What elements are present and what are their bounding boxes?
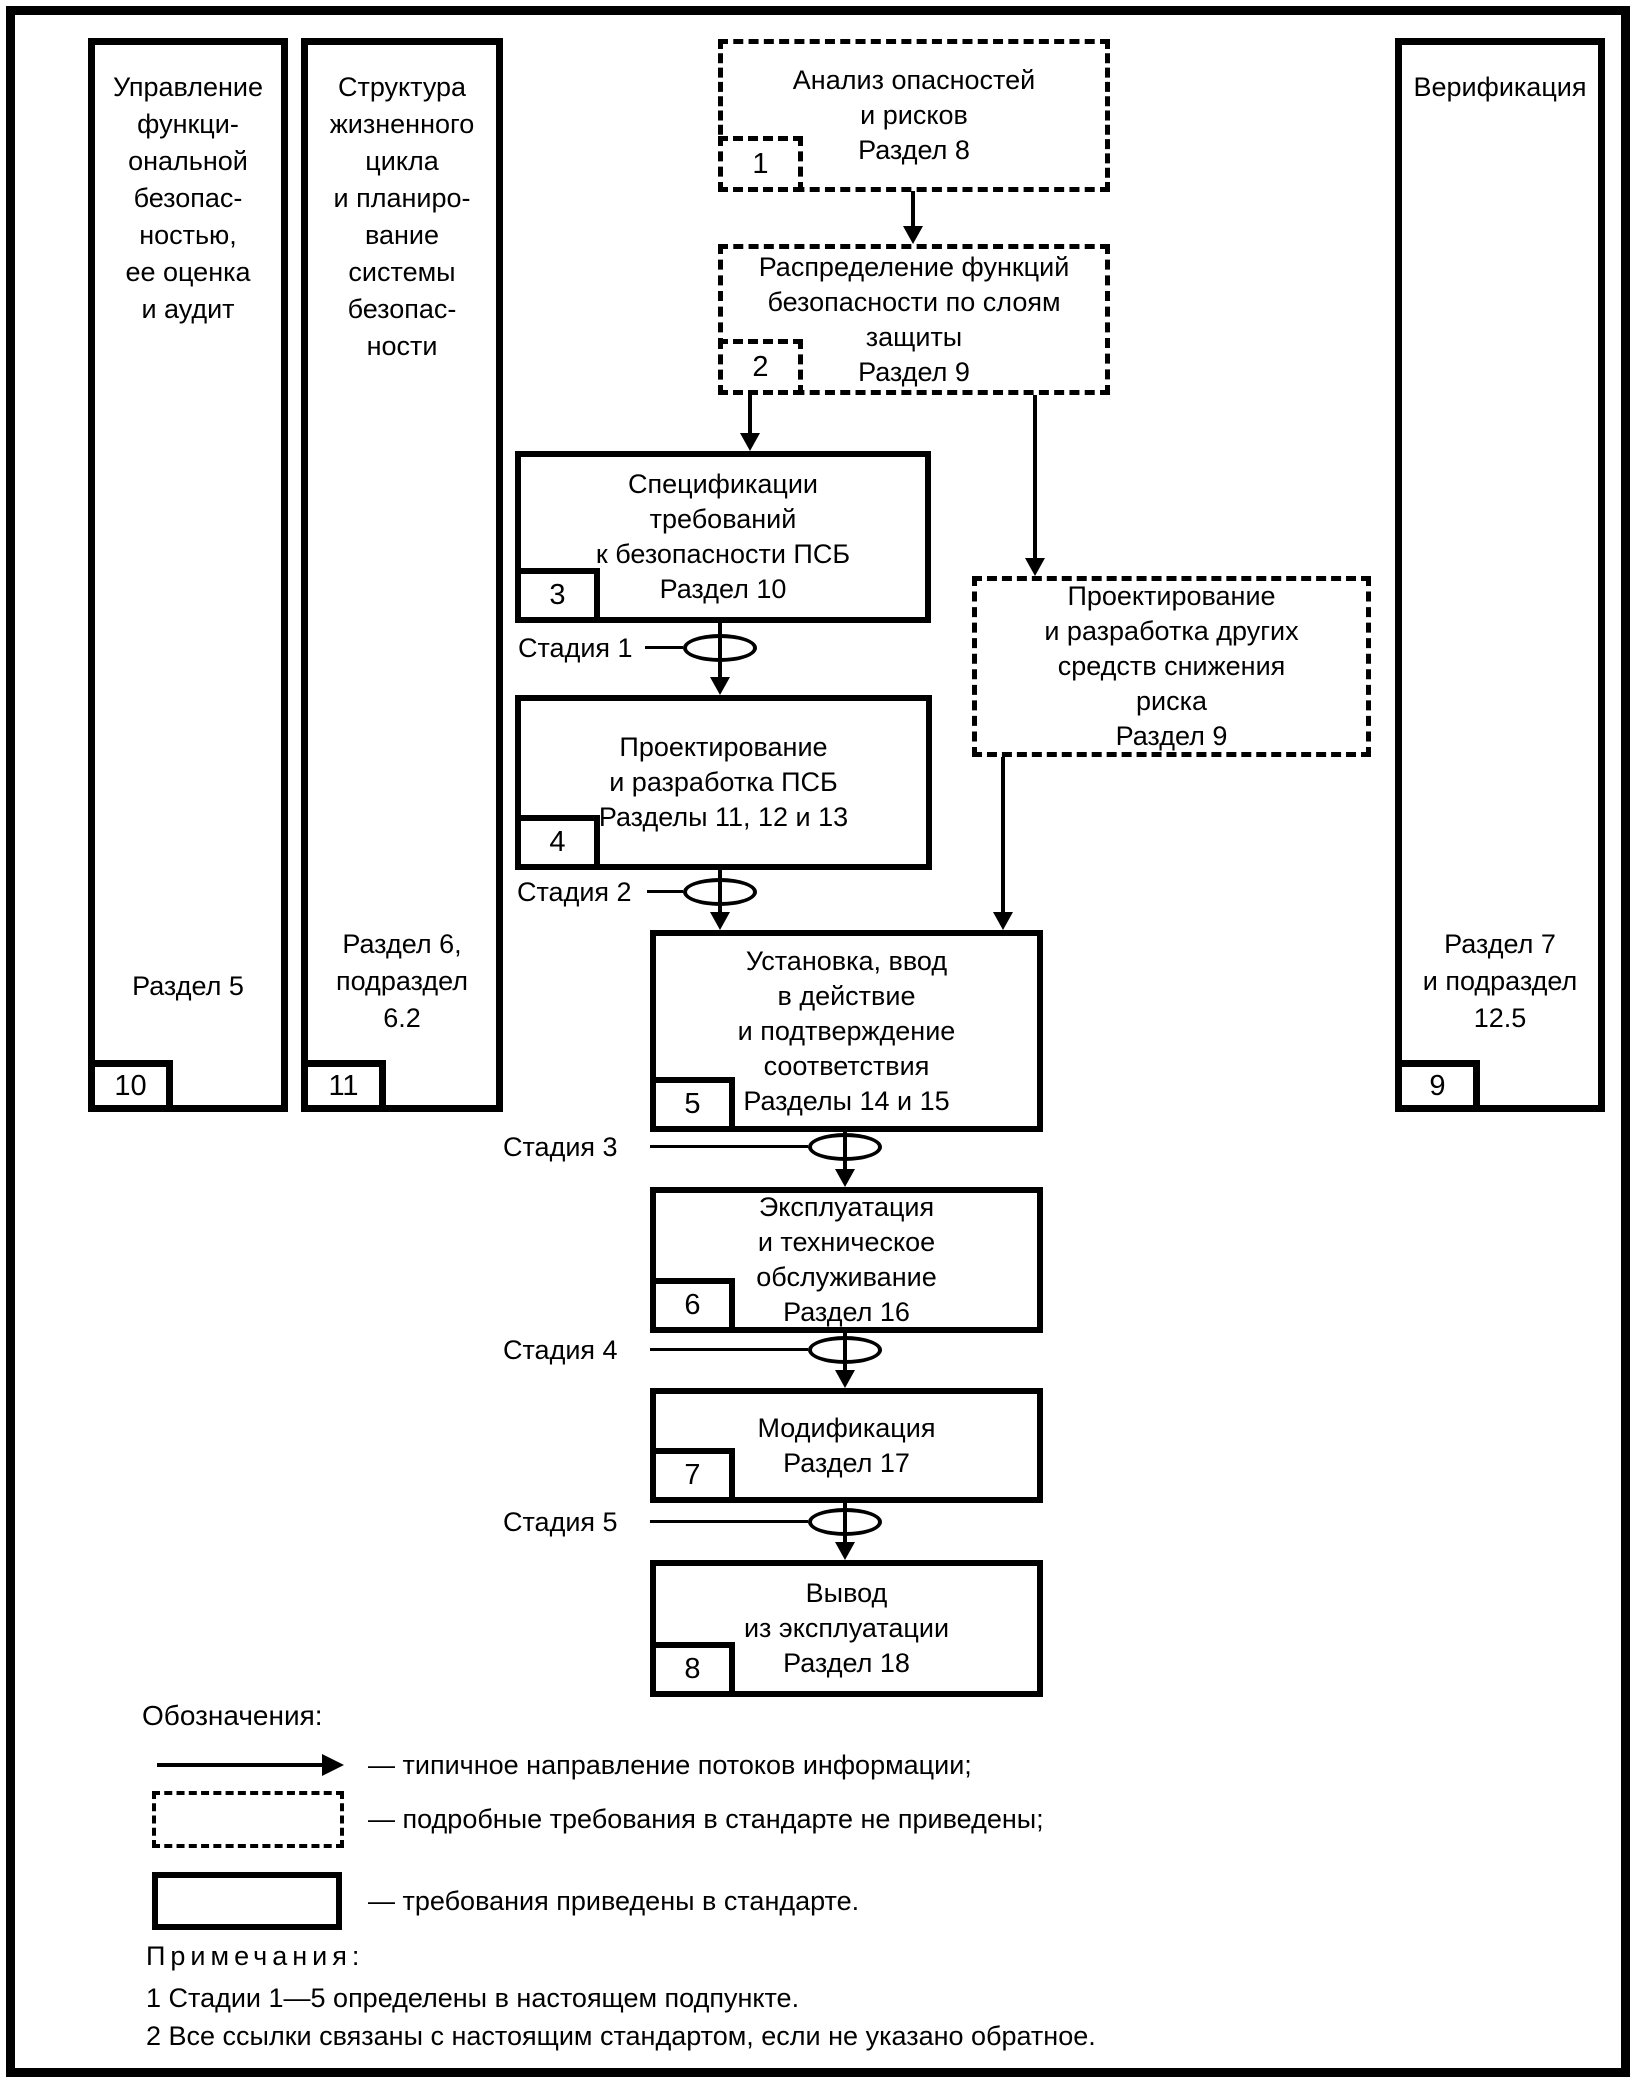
flow-box-text: Установка, ввод в действие и подтвержден… [737,945,956,1116]
flow-box-text: Вывод из эксплуатации Раздел 18 [743,1578,950,1678]
index-box-5: 5 [650,1077,735,1132]
flow-box-modification: Модификация Раздел 17 7 [650,1388,1043,1503]
notes-heading: Примечания: [146,1941,365,1971]
arrow-down-icon [1025,558,1045,576]
legend-item-text: — типичное направление потоков информаци… [368,1750,972,1780]
arrow-down-icon [993,912,1013,930]
dashed-box-icon [152,1791,344,1848]
arrow-down-icon [740,433,760,451]
connector-box1-box2 [911,191,915,228]
column-title: Структура жизненного цикла и планиро- ва… [329,72,475,361]
arrow-down-icon [835,1542,855,1560]
arrow-down-icon [710,912,730,930]
arrow-down-icon [835,1370,855,1388]
stage-ellipse-icon [808,1336,882,1364]
index-box-1: 1 [718,136,803,192]
stage-label-4: Стадия 4 [503,1335,618,1365]
index-box-3: 3 [515,568,600,623]
stage-ellipse-icon [683,878,757,906]
connector-box2-box3 [748,395,752,435]
stage-leader-line [650,1348,808,1351]
stage-leader-line [650,1520,808,1523]
flow-box-text: Модификация Раздел 17 [757,1412,936,1478]
column-verification: Верификация Раздел 7 и подраздел 12.5 9 [1395,38,1605,1112]
flow-box-hazard-analysis: Анализ опасностей и рисков Раздел 8 1 [718,39,1110,192]
stage-leader-line [647,890,683,893]
stage-ellipse-icon [808,1133,882,1161]
stage-ellipse-icon [683,634,757,662]
index-box-9: 9 [1395,1060,1480,1112]
column-lifecycle-structure: Структура жизненного цикла и планиро- ва… [301,38,503,1112]
column-section-ref: Раздел 7 и подраздел 12.5 [1422,929,1578,1033]
legend-item-text: — требования приведены в стандарте. [368,1886,860,1916]
index-box-4: 4 [515,815,600,870]
stage-ellipse-icon [808,1508,882,1536]
stage-label-5: Стадия 5 [503,1507,618,1537]
note-item: 1 Стадии 1—5 определены в настоящем подп… [146,1983,800,2013]
legend-heading: Обозначения: [142,1700,323,1731]
arrow-right-icon [157,1763,322,1767]
flow-box-text: Эксплуатация и техническое обслуживание … [756,1192,937,1327]
column-section-ref: Раздел 5 [132,971,244,1001]
flow-box-text: Анализ опасностей и рисков Раздел 8 [792,65,1036,165]
column-functional-safety-management: Управление функци- ональной безопас- нос… [88,38,288,1112]
index-box-8: 8 [650,1642,735,1697]
arrow-down-icon [835,1169,855,1187]
flow-box-safety-requirements-spec: Спецификации требований к безопасности П… [515,451,931,623]
connector-sidebox-box5 [1001,757,1005,914]
legend-item-text: — подробные требования в стандарте не пр… [368,1804,1044,1834]
stage-label-1: Стадия 1 [518,633,633,663]
flow-box-installation-commissioning: Установка, ввод в действие и подтвержден… [650,930,1043,1132]
stage-label-2: Стадия 2 [517,877,632,907]
flow-box-text: Проектирование и разработка других средс… [1044,581,1299,751]
index-box-11: 11 [301,1060,386,1112]
arrow-down-icon [710,677,730,695]
flow-box-text: Спецификации требований к безопасности П… [595,469,851,604]
flow-box-other-risk-reduction: Проектирование и разработка других средс… [972,576,1371,757]
index-box-6: 6 [650,1278,735,1333]
flow-box-decommissioning: Вывод из эксплуатации Раздел 18 8 [650,1560,1043,1697]
column-section-ref: Раздел 6, подраздел 6.2 [336,929,468,1033]
stage-label-3: Стадия 3 [503,1132,618,1162]
column-title: Верификация [1413,72,1587,102]
stage-leader-line [645,646,683,649]
arrow-right-icon [322,1754,344,1776]
arrow-down-icon [903,226,923,244]
outer-border [6,6,1630,2077]
solid-box-icon [152,1872,342,1930]
index-box-2: 2 [718,339,803,395]
stage-leader-line [650,1145,808,1148]
connector-box2-sidebox [1033,395,1037,558]
index-box-7: 7 [650,1448,735,1503]
flow-box-design-development: Проектирование и разработка ПСБ Разделы … [515,695,932,870]
note-item: 2 Все ссылки связаны с настоящим стандар… [146,2021,1096,2051]
flow-box-text: Распределение функций безопасности по сл… [758,251,1070,387]
column-title: Управление функци- ональной безопас- нос… [112,72,264,324]
index-box-10: 10 [88,1060,173,1112]
flow-box-safety-function-allocation: Распределение функций безопасности по сл… [718,244,1110,395]
flow-box-operation-maintenance: Эксплуатация и техническое обслуживание … [650,1187,1043,1333]
flow-box-text: Проектирование и разработка ПСБ Разделы … [598,732,849,832]
